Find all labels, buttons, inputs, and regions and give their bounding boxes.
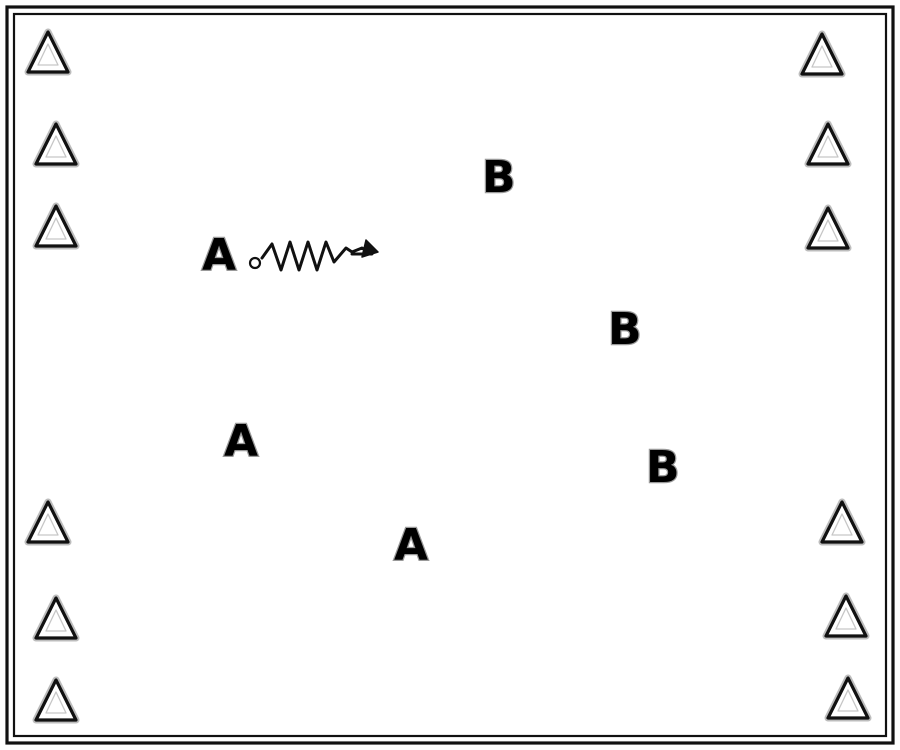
cone-inner-line bbox=[45, 609, 67, 632]
cone-inner-line bbox=[45, 135, 67, 158]
triangle-cone-icon bbox=[26, 30, 70, 74]
triangle-cone-icon bbox=[826, 676, 870, 720]
triangle-cone-icon bbox=[806, 206, 850, 250]
player-b-5: B bbox=[608, 304, 642, 355]
triangle-cone-icon bbox=[34, 122, 78, 166]
zigzag-dribble-arrow-icon bbox=[260, 240, 374, 272]
cone-inner-line bbox=[835, 607, 857, 630]
cone-inner-line bbox=[837, 689, 859, 712]
cone-left-4 bbox=[24, 498, 72, 546]
cone-right-3 bbox=[804, 204, 852, 252]
dribble-arrow bbox=[260, 239, 379, 272]
triangle-cone-icon bbox=[26, 500, 70, 544]
cone-left-2 bbox=[32, 120, 80, 168]
field-border-inner bbox=[12, 12, 888, 738]
player-a-3: A bbox=[394, 520, 428, 571]
cone-inner-line bbox=[817, 219, 839, 242]
triangle-cone-icon bbox=[820, 500, 864, 544]
triangle-cone-icon bbox=[824, 594, 868, 638]
cone-inner-line bbox=[817, 135, 839, 158]
cone-inner-line bbox=[45, 691, 67, 714]
cone-right-1 bbox=[798, 30, 846, 78]
triangle-cone-icon bbox=[34, 596, 78, 640]
cone-right-4 bbox=[818, 498, 866, 546]
cone-inner-line bbox=[37, 43, 59, 66]
cone-inner-line bbox=[831, 513, 853, 536]
triangle-cone-icon bbox=[806, 122, 850, 166]
cone-left-6 bbox=[32, 676, 80, 724]
field-border-outer bbox=[5, 5, 895, 745]
cone-right-2 bbox=[804, 120, 852, 168]
triangle-cone-icon bbox=[34, 204, 78, 248]
ball-icon bbox=[248, 256, 262, 270]
player-b-6: B bbox=[646, 442, 680, 493]
cone-inner-line bbox=[45, 217, 67, 240]
triangle-cone-icon bbox=[34, 678, 78, 722]
cone-left-1 bbox=[24, 28, 72, 76]
cone-inner-line bbox=[37, 513, 59, 536]
arrowhead-icon bbox=[361, 239, 379, 258]
cones-layer bbox=[24, 28, 872, 724]
cone-inner-line bbox=[811, 45, 833, 68]
cone-right-6 bbox=[824, 674, 872, 722]
cone-left-3 bbox=[32, 202, 80, 250]
players-layer: A A A B B B bbox=[201, 151, 681, 573]
player-a-2: A bbox=[224, 416, 258, 467]
player-b-4: B bbox=[482, 152, 516, 203]
player-a-1: A bbox=[202, 230, 236, 281]
cone-right-5 bbox=[822, 592, 870, 640]
triangle-cone-icon bbox=[800, 32, 844, 76]
cone-left-5 bbox=[32, 594, 80, 642]
